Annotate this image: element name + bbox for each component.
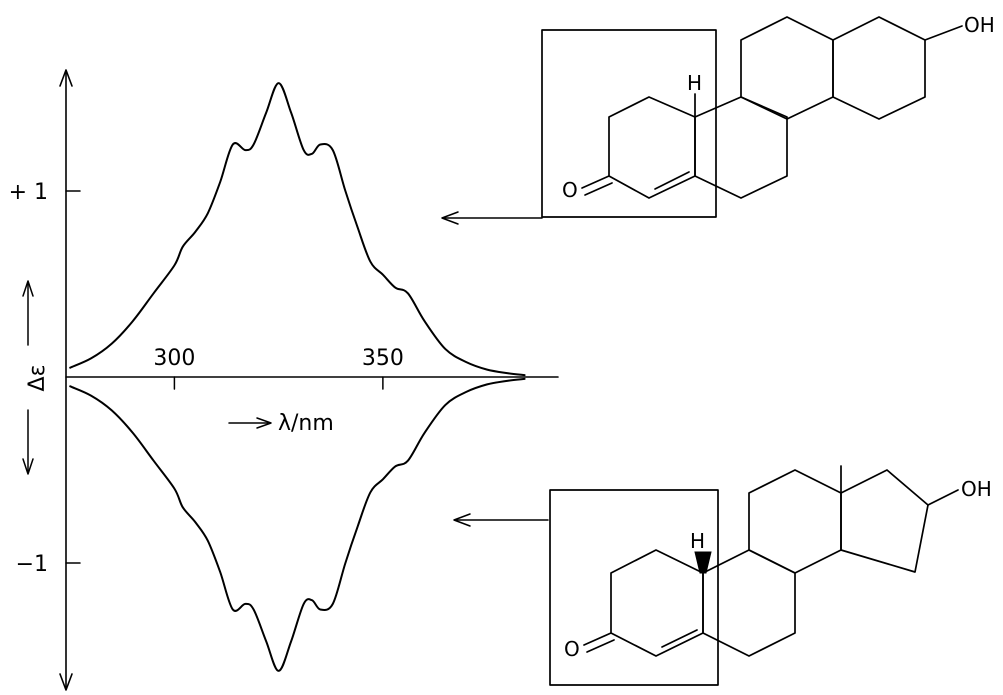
structure-top-double-bond bbox=[654, 171, 690, 190]
structure-bottom-highlight-box bbox=[549, 489, 719, 686]
axes bbox=[59, 69, 559, 691]
structure-top-oh-label: OH bbox=[964, 13, 995, 37]
y-axis-label-text: Δε bbox=[25, 365, 50, 392]
structure-bottom-h-wedge bbox=[694, 551, 712, 574]
structure-bottom bbox=[549, 465, 959, 686]
structure-bottom-double-bond bbox=[661, 629, 698, 648]
structure-top-labels: H O OH bbox=[562, 13, 995, 202]
tick-layer: 300 350 + 1 −1 bbox=[9, 180, 404, 577]
structure-bottom-oh-bond bbox=[927, 489, 959, 506]
x-tick-label-350: 350 bbox=[362, 346, 404, 371]
structure-bottom-carbonyl-2 bbox=[586, 639, 615, 653]
y-axis-arrow-top bbox=[59, 69, 73, 87]
series-layer bbox=[69, 82, 526, 672]
spectrum-curve-positive bbox=[69, 82, 526, 377]
structure-bottom-labels: H O OH bbox=[564, 477, 992, 661]
y-tick-label-plus-1: + 1 bbox=[9, 180, 48, 205]
spectrum-curve-negative bbox=[69, 377, 526, 672]
structure-top bbox=[541, 16, 963, 218]
pointer-arrows bbox=[441, 211, 549, 527]
y-axis-arrow-bottom bbox=[59, 673, 73, 691]
structure-bottom-carbonyl-1 bbox=[583, 632, 612, 646]
x-axis-label: λ/nm bbox=[278, 411, 334, 436]
structure-bottom-h-label: H bbox=[690, 529, 705, 553]
structure-top-highlight-box bbox=[541, 29, 717, 218]
structure-top-carbonyl-1 bbox=[581, 175, 610, 189]
structure-top-h-label: H bbox=[687, 71, 702, 95]
structure-bottom-oh-label: OH bbox=[961, 477, 992, 501]
structure-top-o-label: O bbox=[562, 178, 578, 202]
y-axis-label-arrows bbox=[22, 280, 34, 475]
structure-bottom-ring-d bbox=[840, 469, 929, 573]
structure-top-carbonyl-2 bbox=[584, 182, 613, 196]
y-tick-label-minus-1: −1 bbox=[16, 552, 48, 577]
structure-bottom-o-label: O bbox=[564, 637, 580, 661]
structure-bottom-ring-a bbox=[610, 549, 704, 657]
x-tick-label-300: 300 bbox=[153, 346, 195, 371]
x-axis-label-arrow bbox=[228, 417, 272, 429]
structure-top-ring-d bbox=[832, 16, 926, 120]
structure-bottom-ring-c bbox=[748, 469, 842, 574]
structure-top-ring-c bbox=[740, 16, 834, 120]
structure-top-oh-bond bbox=[924, 25, 963, 41]
structure-top-ring-a bbox=[608, 96, 696, 199]
y-axis-label: Δε bbox=[25, 365, 50, 392]
